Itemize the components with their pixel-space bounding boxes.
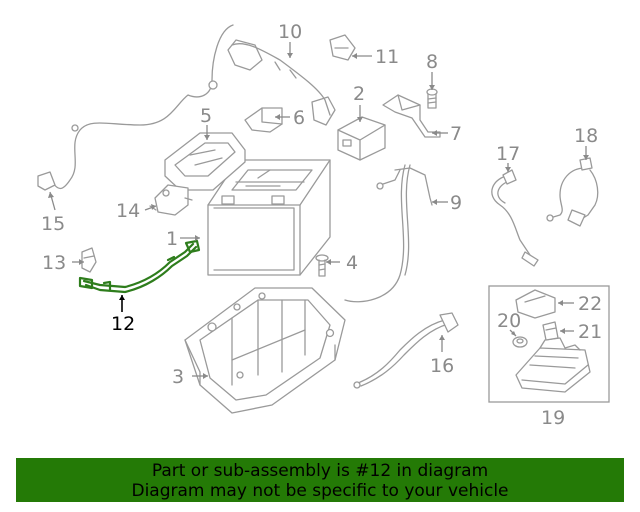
parts-diagram: 1 2 3 4 5 6 7 8 9 10 11 12 13 14 15 16 1… [37, 21, 610, 429]
relay-part-14[interactable] [149, 184, 193, 216]
callout-labels: 1 2 3 4 5 6 7 8 9 10 11 12 13 14 15 16 1… [41, 21, 602, 429]
callout-2[interactable]: 2 [353, 83, 365, 105]
fuse-box-part-19[interactable] [515, 337, 591, 393]
callout-4[interactable]: 4 [346, 252, 358, 274]
fuse-part-21[interactable] [542, 321, 559, 341]
battery-part[interactable] [207, 159, 331, 276]
callout-6[interactable]: 6 [293, 107, 305, 129]
cable-part-9[interactable] [344, 164, 433, 303]
battery-tray-part[interactable] [184, 287, 346, 414]
callout-21[interactable]: 21 [578, 321, 602, 343]
callout-22[interactable]: 22 [578, 293, 602, 315]
callout-9[interactable]: 9 [450, 192, 462, 214]
banner-line-disclaimer: Diagram may not be specific to your vehi… [131, 481, 509, 501]
harness-part-15[interactable] [37, 24, 234, 191]
callout-11[interactable]: 11 [375, 46, 399, 68]
nut-part-20[interactable] [512, 336, 528, 348]
negative-cable-part-12[interactable] [78, 239, 201, 294]
bolt-part-4[interactable] [315, 254, 329, 277]
callout-20[interactable]: 20 [497, 310, 521, 332]
callout-18[interactable]: 18 [574, 125, 598, 147]
callout-16[interactable]: 16 [430, 355, 454, 377]
cable-part-16[interactable] [353, 312, 459, 389]
clip-part-6[interactable] [244, 107, 283, 133]
callout-8[interactable]: 8 [426, 51, 438, 73]
leader-lines [48, 42, 589, 379]
callout-12[interactable]: 12 [111, 313, 135, 335]
module-part-2[interactable] [337, 116, 386, 161]
cable-part-18[interactable] [546, 157, 599, 227]
callout-19[interactable]: 19 [541, 407, 565, 429]
sensor-part-13[interactable] [81, 247, 97, 273]
bracket-part-7[interactable] [382, 94, 441, 138]
battery-cover-part[interactable] [164, 132, 246, 191]
cover-part-22[interactable] [515, 289, 556, 319]
callout-13[interactable]: 13 [42, 252, 66, 274]
clip-part-11[interactable] [329, 34, 356, 61]
callout-17[interactable]: 17 [496, 143, 520, 165]
bolt-part-8[interactable] [426, 88, 438, 109]
callout-7[interactable]: 7 [450, 123, 462, 145]
callout-5[interactable]: 5 [200, 105, 212, 127]
info-banner: Part or sub-assembly is #12 in diagram D… [16, 458, 624, 502]
callout-1[interactable]: 1 [166, 228, 178, 250]
callout-14[interactable]: 14 [116, 200, 140, 222]
banner-line-part-number: Part or sub-assembly is #12 in diagram [151, 461, 489, 481]
callout-3[interactable]: 3 [172, 366, 184, 388]
callout-10[interactable]: 10 [278, 21, 302, 43]
cable-part-17[interactable] [491, 169, 539, 267]
callout-15[interactable]: 15 [41, 213, 65, 235]
fuse-box-inset [488, 285, 610, 403]
harness-part-10[interactable] [227, 39, 336, 126]
